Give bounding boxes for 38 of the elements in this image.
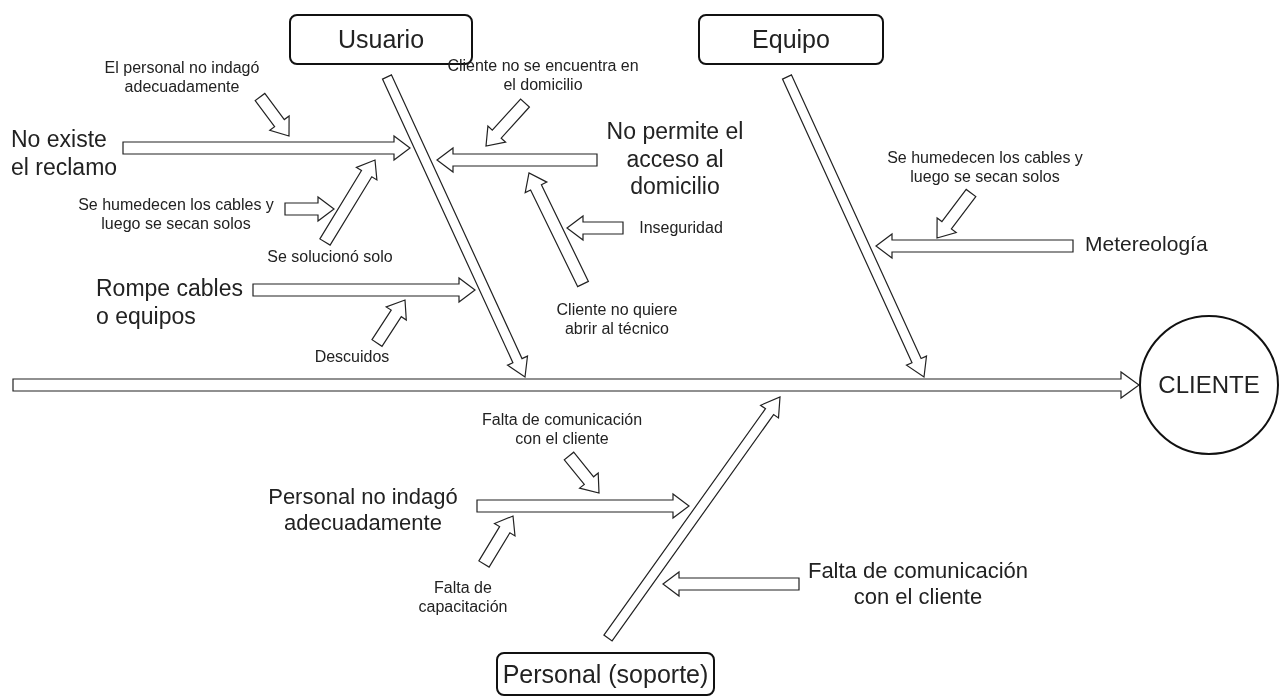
arrow [524, 172, 590, 288]
cause-label: Falta de comunicación con el cliente [467, 410, 657, 449]
arrow [252, 276, 476, 304]
arrow [603, 396, 781, 642]
arrow [936, 188, 977, 239]
category-box: Equipo [698, 14, 884, 65]
cause-label: Falta de comunicación con el cliente [800, 558, 1036, 611]
cause-label: No existe el reclamo [11, 126, 123, 182]
cause-label: Inseguridad [632, 218, 730, 238]
cause-label: Se solucionó solo [262, 247, 398, 267]
arrow [12, 370, 1141, 400]
cause-label: Se humedecen los cables y luego se secan solos [76, 195, 276, 234]
cause-label: Metereología [1085, 231, 1225, 257]
cause-label: Rompe cables o equipos [96, 275, 246, 331]
cause-label: Se humedecen los cables y luego se secan solos [885, 148, 1085, 187]
arrow [563, 451, 600, 494]
arrow [566, 214, 624, 242]
arrow [436, 146, 598, 174]
cause-label: Cliente no quiere abrir al técnico [542, 300, 692, 339]
arrow [485, 98, 531, 147]
cause-label: No permite el acceso al domicilio [600, 118, 750, 201]
cause-label: Personal no indagó adecuadamente [254, 484, 472, 537]
arrow [478, 515, 516, 568]
arrow [381, 74, 529, 379]
cause-label: Falta de capacitación [413, 578, 513, 617]
effect-circle: CLIENTE [1139, 315, 1279, 455]
cause-label: El personal no indagó adecuadamente [92, 58, 272, 97]
arrow [875, 232, 1074, 260]
arrow [476, 492, 690, 520]
cause-label: Descuidos [310, 347, 394, 367]
arrow [122, 134, 411, 162]
arrow [319, 159, 378, 246]
arrow [371, 299, 407, 348]
arrow [662, 570, 800, 598]
arrow [254, 92, 290, 137]
arrow [284, 195, 335, 223]
category-box: Personal (soporte) [496, 652, 715, 696]
arrow [781, 74, 928, 379]
